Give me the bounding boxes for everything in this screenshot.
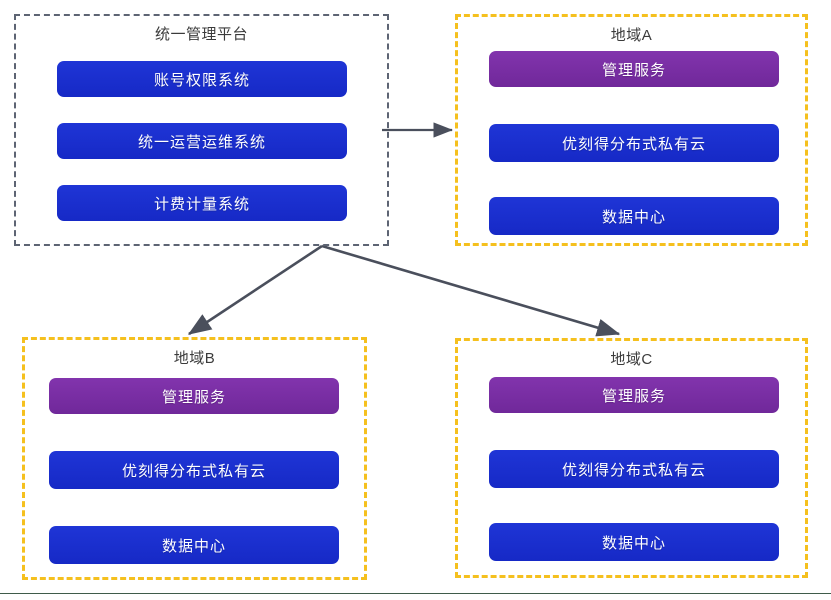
connector-platform-to-region-c [321,244,621,337]
node-region-a-distributed-private-cloud[interactable]: 优刻得分布式私有云 [489,124,779,162]
node-region-a-data-center[interactable]: 数据中心 [489,197,779,235]
node-region-b-data-center[interactable]: 数据中心 [49,526,339,564]
node-region-a-management-service[interactable]: 管理服务 [489,51,779,87]
node-region-c-data-center[interactable]: 数据中心 [489,523,779,561]
panel-region-b: 地域B 管理服务 优刻得分布式私有云 数据中心 [22,337,367,580]
panel-region-c: 地域C 管理服务 优刻得分布式私有云 数据中心 [455,338,808,578]
node-unified-operations-system[interactable]: 统一运营运维系统 [57,123,347,159]
node-billing-metering-system[interactable]: 计费计量系统 [57,185,347,221]
node-account-permission-system[interactable]: 账号权限系统 [57,61,347,97]
connector-platform-to-region-b [187,244,323,336]
node-region-c-distributed-private-cloud[interactable]: 优刻得分布式私有云 [489,450,779,488]
bottom-divider [0,593,831,594]
node-region-c-management-service[interactable]: 管理服务 [489,377,779,413]
node-region-b-distributed-private-cloud[interactable]: 优刻得分布式私有云 [49,451,339,489]
panel-title-region-b: 地域B [173,350,216,367]
panel-title-region-a: 地域A [610,27,653,44]
node-region-b-management-service[interactable]: 管理服务 [49,378,339,414]
panel-title-platform: 统一管理平台 [154,26,248,43]
panel-region-a: 地域A 管理服务 优刻得分布式私有云 数据中心 [455,14,808,246]
panel-title-region-c: 地域C [610,351,653,368]
panel-platform: 统一管理平台 账号权限系统 统一运营运维系统 计费计量系统 [14,14,389,246]
